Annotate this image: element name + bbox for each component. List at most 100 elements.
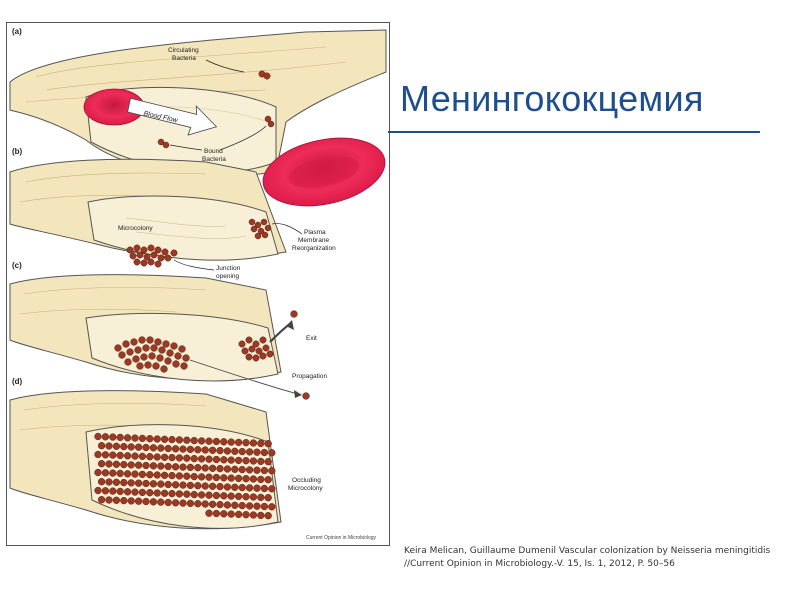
propagation-label: Propagation (292, 373, 327, 380)
bacterium (160, 471, 169, 479)
bacterium (94, 450, 102, 459)
bacterium (127, 479, 135, 487)
bacterium (227, 474, 235, 482)
bacterium (216, 482, 224, 491)
figure-credit: Current Opinion in Microbiology (306, 535, 377, 541)
bacterium (238, 483, 246, 492)
bacterium (94, 432, 102, 441)
bacterium (223, 483, 232, 491)
bound-label-2: Bacteria (202, 156, 226, 163)
bacterium (186, 463, 195, 472)
bacterium (134, 461, 143, 469)
bacterium (242, 475, 250, 483)
bacterium (212, 491, 221, 500)
bacterium (257, 475, 265, 484)
bacterium (142, 479, 150, 488)
bacterium (123, 452, 132, 460)
bacterium (257, 511, 265, 520)
plasma-label-3: Reorganization (292, 245, 336, 252)
bacterium (116, 469, 124, 478)
microcolony-label: Microcolony (118, 225, 153, 232)
panel-d: (d) Occluding Microcolony (9, 377, 323, 530)
blood-flow-arrow (127, 97, 218, 136)
bacterium (116, 487, 124, 496)
bacterium (175, 436, 184, 444)
bacterium (268, 485, 276, 493)
bacterium (249, 511, 258, 519)
edge-bacteria-c (238, 336, 274, 362)
bacterium (194, 446, 202, 454)
bacterium (253, 448, 261, 456)
bacterium (216, 464, 224, 473)
bacterium (212, 473, 221, 482)
bacterium (260, 466, 269, 475)
bacterium (242, 493, 250, 501)
bacterium (105, 460, 113, 468)
bacterium (149, 462, 158, 470)
bacterium (264, 512, 272, 520)
bacterium (208, 446, 217, 454)
bacterium (194, 464, 202, 472)
bacterium (153, 453, 161, 461)
bacterium (238, 465, 246, 474)
bacterium (168, 435, 176, 444)
exit-label: Exit (306, 335, 317, 342)
occluding-label-2: Microcolony (288, 485, 323, 492)
bacterium (105, 496, 113, 504)
bacterium (183, 490, 191, 498)
bacterium (109, 469, 117, 477)
bacterium (205, 473, 213, 481)
bacterium (131, 470, 139, 478)
bacterium (231, 483, 239, 491)
bacterium (97, 442, 106, 450)
bacterium (164, 498, 172, 507)
bacterium (153, 489, 161, 497)
bacterium (120, 496, 128, 505)
bacterium (201, 464, 209, 472)
bacterium (153, 435, 161, 443)
bound-label-1: Bound (204, 148, 223, 155)
bacterium (194, 482, 202, 490)
citation-line-1: Keira Melican, Guillaume Dumenil Vascula… (404, 546, 771, 556)
bacterium (138, 488, 147, 497)
bacterium (257, 493, 265, 502)
circulating-bacterium (263, 72, 271, 80)
bacterium (134, 443, 143, 451)
plasma-label-2: Membrane (298, 237, 329, 244)
bacterium (242, 511, 250, 519)
propagation-arrow (189, 359, 299, 395)
bacterium (131, 488, 139, 496)
bacterium (253, 484, 261, 492)
bacterium (138, 470, 147, 479)
bacterium (227, 510, 235, 518)
bacterium (208, 464, 217, 472)
bacterium (245, 448, 254, 456)
bacterium (112, 442, 121, 450)
bacterium (112, 460, 121, 468)
bacterium (146, 435, 154, 443)
bacterium (164, 444, 172, 453)
bacterium (164, 462, 172, 471)
bacterium (197, 473, 206, 481)
bacterium (183, 472, 191, 480)
bacterium (164, 480, 172, 489)
bacterium (253, 502, 261, 510)
bacterium (112, 496, 121, 504)
bacterium (127, 443, 135, 451)
bacterium (223, 447, 232, 455)
bacterium (138, 434, 147, 443)
bacterium (101, 451, 110, 459)
bacterium (183, 454, 191, 462)
bacterium (134, 479, 143, 487)
bacterium (197, 437, 206, 445)
bacterium (190, 490, 198, 499)
exit-bacterium (290, 310, 298, 318)
bound-bacterium (157, 138, 165, 146)
citation-line-2: //Current Opinion in Microbiology.-V. 15… (404, 559, 675, 569)
bacterium (238, 447, 246, 456)
bacterium (220, 438, 228, 446)
bacterium (260, 502, 269, 511)
bacterium (220, 492, 228, 500)
bacterium (146, 471, 154, 479)
bacterium (157, 462, 165, 470)
